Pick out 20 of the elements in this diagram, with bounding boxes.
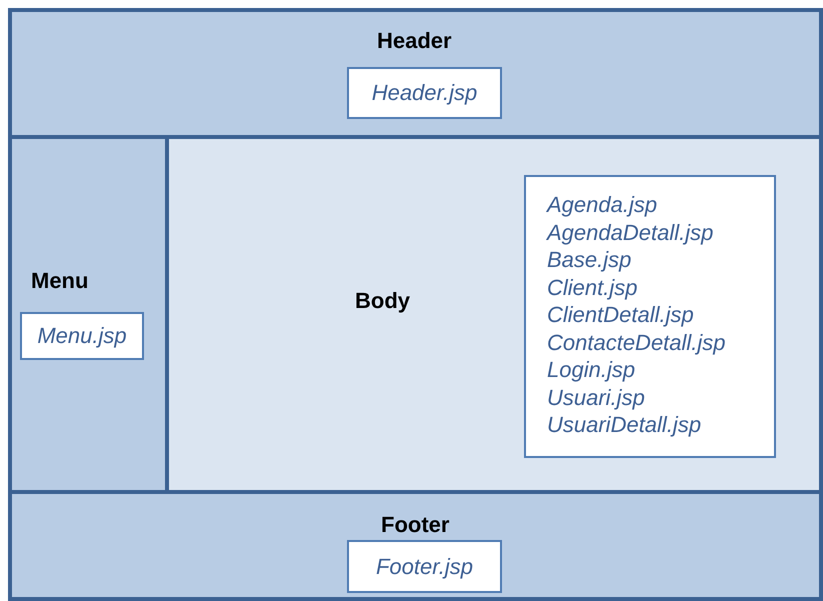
file-name: Login.jsp	[547, 356, 636, 384]
file-name: UsuariDetall.jsp	[547, 411, 702, 438]
file-box	[347, 540, 502, 593]
file-box	[20, 312, 144, 360]
region-title: Header	[377, 28, 452, 54]
file-name: Agenda.jsp	[547, 191, 658, 218]
file-name: ContacteDetall.jsp	[547, 328, 726, 356]
file-name: ClientDetall.jsp	[547, 301, 694, 328]
file-list-box	[524, 175, 776, 458]
file-box	[347, 67, 502, 119]
file-name: Menu.jsp	[37, 322, 127, 350]
region-title: Footer	[381, 512, 450, 538]
file-name: Footer.jsp	[376, 552, 473, 580]
file-name: Client.jsp	[547, 274, 638, 301]
file-name: Usuari.jsp	[547, 384, 645, 411]
file-name: Header.jsp	[372, 79, 478, 107]
region-title: Menu	[31, 268, 88, 294]
file-name: Base.jsp	[547, 246, 632, 274]
file-name: AgendaDetall.jsp	[547, 218, 714, 246]
region-title: Body	[355, 288, 410, 314]
